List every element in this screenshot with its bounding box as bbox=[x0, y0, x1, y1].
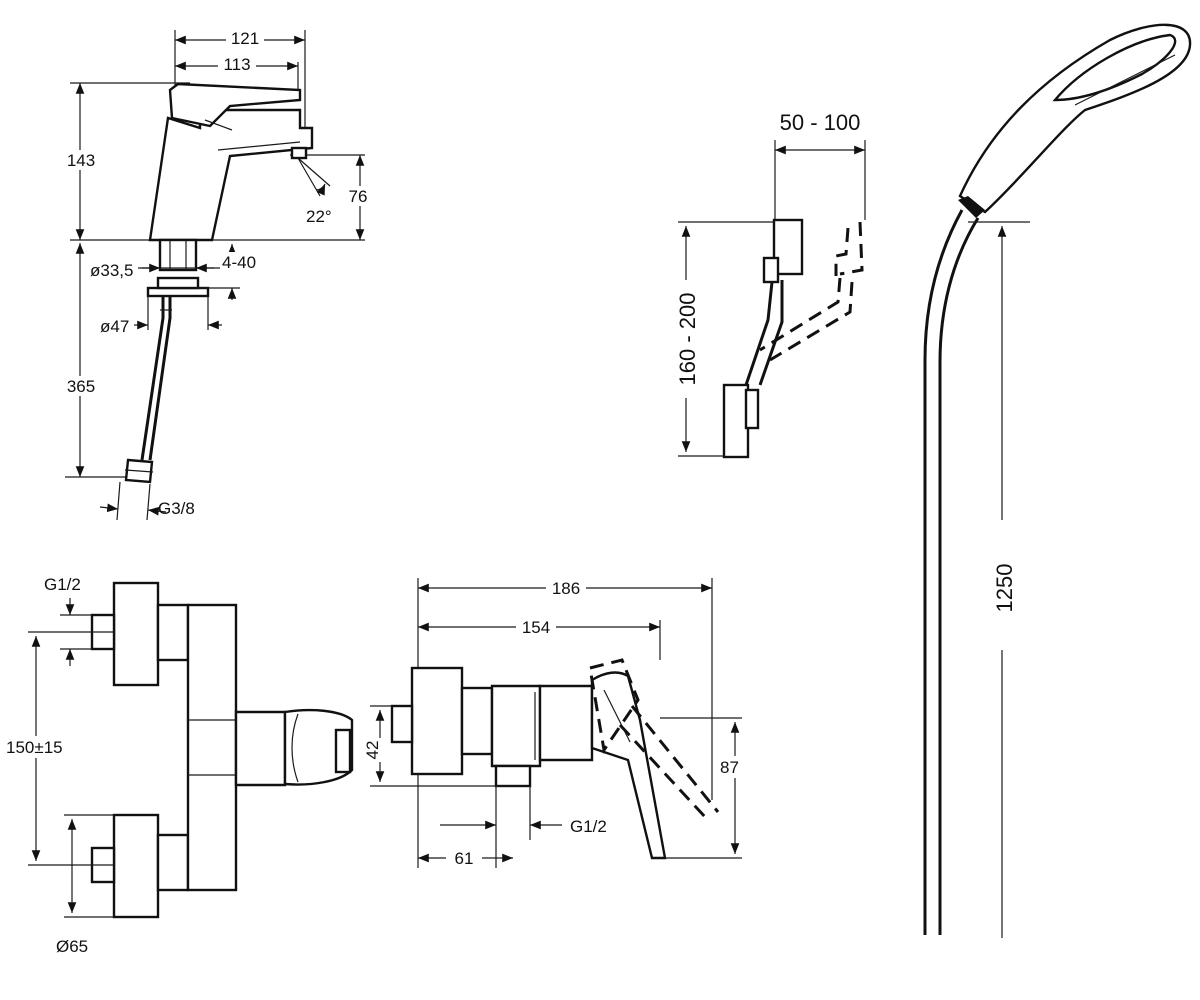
dim-basin-width-spout: 113 bbox=[223, 55, 250, 74]
dim-mixer-rosette-dia: Ø65 bbox=[56, 937, 88, 956]
dim-bracket-offset-range: 50 - 100 bbox=[780, 110, 861, 135]
dim-bracket-height-range: 160 - 200 bbox=[675, 293, 700, 386]
dim-side-outlet-depth: 61 bbox=[455, 849, 474, 868]
dim-basin-spout-height: 76 bbox=[349, 187, 368, 206]
dim-side-outlet-thread: G1/2 bbox=[570, 817, 607, 836]
dim-basin-connector-thread: G3/8 bbox=[158, 499, 195, 518]
dim-mixer-inlet-thread: G1/2 bbox=[44, 575, 81, 594]
dim-basin-spout-angle: 22° bbox=[306, 207, 332, 226]
basin-mixer-drawing bbox=[65, 30, 365, 521]
dim-side-outlet-offset: 42 bbox=[363, 741, 382, 760]
dim-shower-hose-length: 1250 bbox=[992, 564, 1017, 613]
dim-side-depth-body: 154 bbox=[522, 618, 550, 637]
dim-side-height-handle: 87 bbox=[720, 758, 739, 777]
dim-basin-height-body: 143 bbox=[67, 151, 95, 170]
dim-basin-hose-length: 365 bbox=[67, 377, 95, 396]
slider-bracket-drawing bbox=[678, 140, 866, 459]
dim-basin-washer-dia: ø47 bbox=[100, 317, 129, 336]
dim-side-depth-total: 186 bbox=[552, 579, 580, 598]
dim-basin-shank-dia: ø33,5 bbox=[90, 261, 133, 280]
shower-mixer-front-drawing bbox=[28, 581, 354, 919]
dim-basin-width-total: 121 bbox=[231, 29, 259, 48]
dim-basin-counter-thickness: 4-40 bbox=[222, 253, 256, 272]
hand-shower-drawing bbox=[923, 23, 1192, 938]
dim-mixer-centres: 150±15 bbox=[6, 738, 63, 757]
shower-mixer-side-drawing bbox=[370, 578, 742, 868]
